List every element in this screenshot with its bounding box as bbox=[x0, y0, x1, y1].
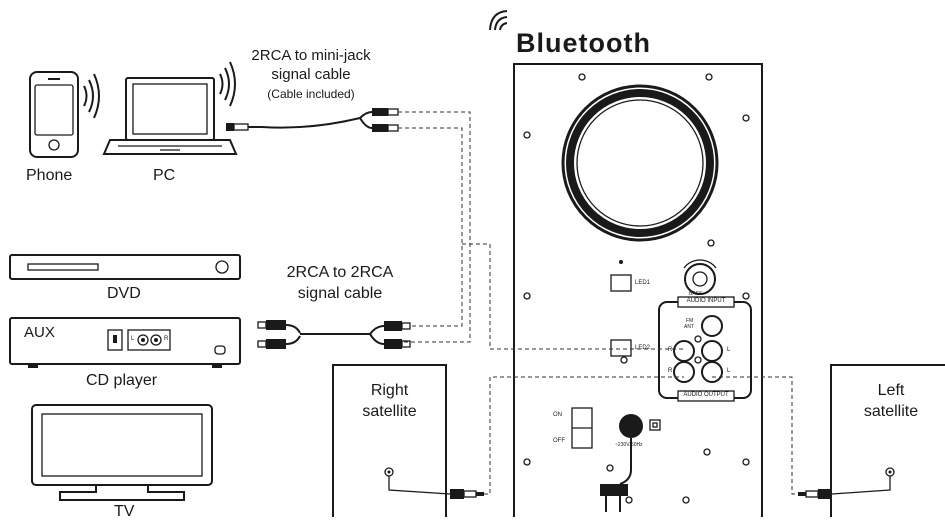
subwoofer-back-panel bbox=[513, 63, 763, 517]
aux-label: AUX bbox=[24, 324, 55, 341]
switch-on-label: ON bbox=[553, 412, 562, 418]
right-satellite-label-line1: Right bbox=[370, 382, 409, 399]
audio-output-label: AUDIO OUTPUT bbox=[683, 392, 729, 398]
cd-player-label: CD player bbox=[86, 372, 158, 389]
connection-lines bbox=[398, 111, 798, 495]
input-r-label: R bbox=[668, 347, 673, 353]
tv-label: TV bbox=[114, 503, 135, 520]
right-satellite-speaker bbox=[332, 364, 484, 517]
output-r-label: R bbox=[668, 368, 673, 374]
right-satellite-label-line2: satellite bbox=[362, 403, 417, 420]
phone-icon bbox=[29, 71, 79, 158]
output-l-label: L bbox=[727, 368, 731, 374]
rca-to-rca-cable bbox=[257, 320, 411, 349]
left-satellite-label-line2: satellite bbox=[863, 403, 919, 420]
wireless-signal-icon bbox=[219, 61, 236, 107]
bluetooth-logo-icon bbox=[489, 10, 508, 31]
pc-label: PC bbox=[153, 167, 176, 184]
bass-label: BASS bbox=[689, 291, 703, 297]
cd-jack-l-label: L bbox=[131, 336, 135, 342]
rca-cable-label-line1: 2RCA to 2RCA bbox=[286, 264, 394, 281]
minijack-cable bbox=[226, 108, 399, 132]
switch-off-label: OFF bbox=[553, 438, 565, 444]
cd-jack-r-label: R bbox=[164, 336, 169, 342]
cd-player-icon bbox=[9, 317, 241, 368]
bluetooth-title: Bluetooth bbox=[516, 28, 651, 58]
phone-label: Phone bbox=[26, 167, 73, 184]
led1-label: LED1 bbox=[635, 280, 651, 286]
left-satellite-speaker bbox=[798, 364, 945, 517]
dvd-label: DVD bbox=[107, 285, 141, 302]
audio-input-label: AUDIO INPUT bbox=[686, 298, 726, 304]
minijack-cable-label-line2: signal cable bbox=[271, 66, 351, 83]
ant-label: ANT bbox=[684, 324, 694, 330]
laptop-icon bbox=[102, 77, 238, 155]
rca-cable-label-line2: signal cable bbox=[297, 285, 383, 302]
dvd-player-icon bbox=[9, 254, 241, 280]
minijack-cable-label-line1: 2RCA to mini-jack bbox=[251, 47, 371, 64]
led2-label: LED2 bbox=[635, 345, 651, 351]
fm-label: FM bbox=[686, 318, 694, 324]
left-satellite-label-line1: Left bbox=[877, 382, 905, 399]
tv-icon bbox=[31, 404, 213, 501]
cable-included-note: (Cable included) bbox=[267, 87, 355, 101]
input-l-label: L bbox=[727, 347, 731, 353]
power-rating-label: ~230V/50Hz bbox=[615, 442, 643, 448]
wireless-signal-icon bbox=[83, 73, 100, 119]
